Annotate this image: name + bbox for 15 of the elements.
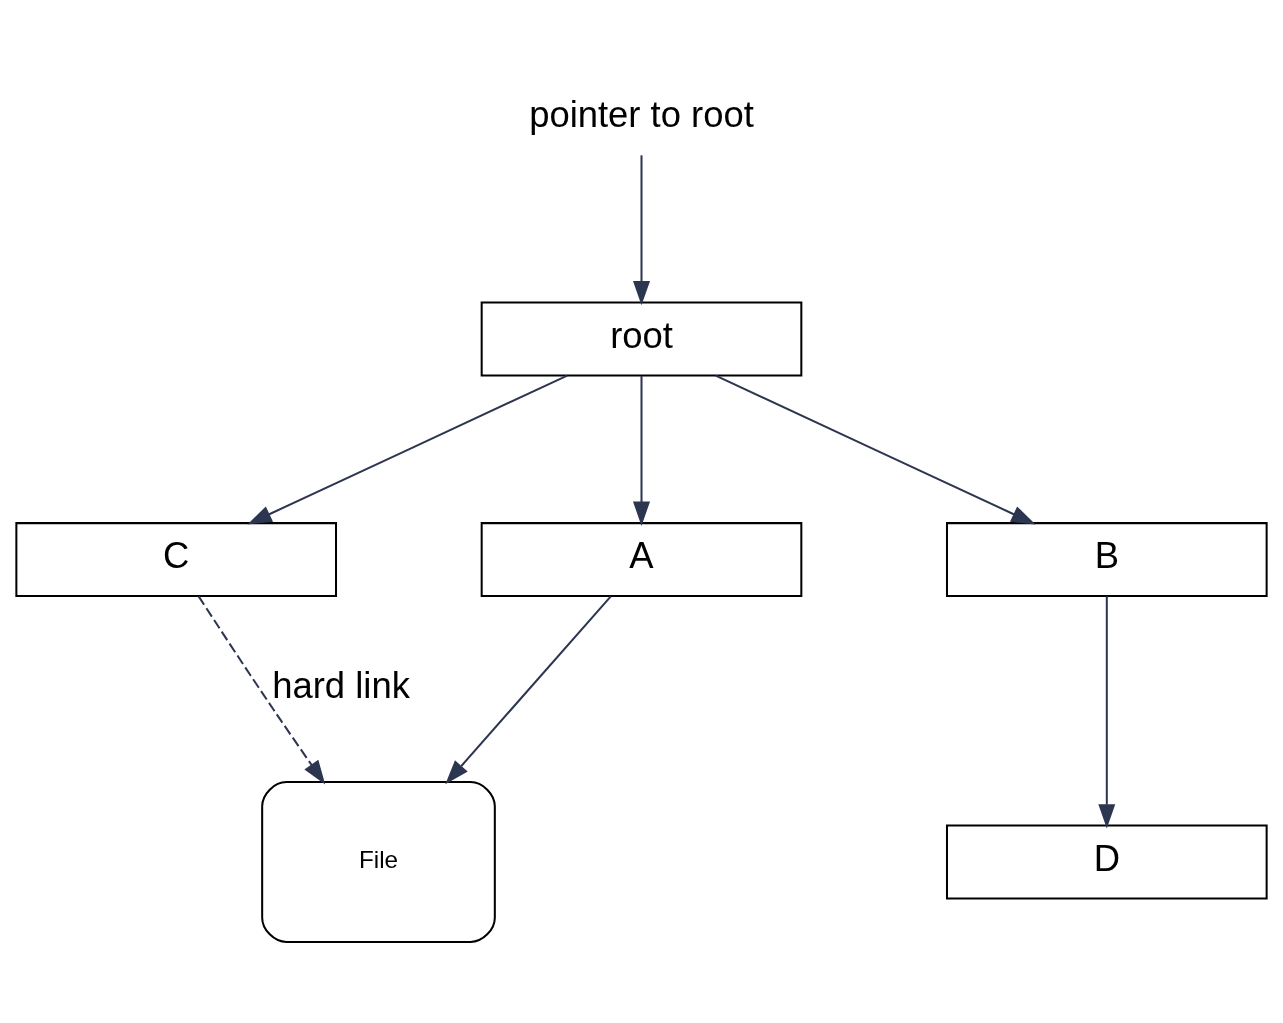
node-box: root bbox=[480, 301, 803, 376]
arrow bbox=[633, 154, 650, 305]
edge-label: hard link bbox=[272, 664, 410, 706]
arrow bbox=[1098, 595, 1116, 828]
arrow bbox=[197, 595, 326, 785]
arrow bbox=[445, 595, 612, 784]
arrow bbox=[247, 374, 568, 524]
node-box: D bbox=[946, 824, 1268, 899]
node-box: C bbox=[15, 521, 337, 597]
arrow bbox=[633, 375, 650, 526]
node-box: B bbox=[946, 521, 1268, 597]
arrow bbox=[715, 374, 1036, 524]
node-box: File bbox=[261, 780, 496, 943]
node-text: pointer to root bbox=[529, 93, 754, 135]
node-box: A bbox=[480, 521, 803, 597]
